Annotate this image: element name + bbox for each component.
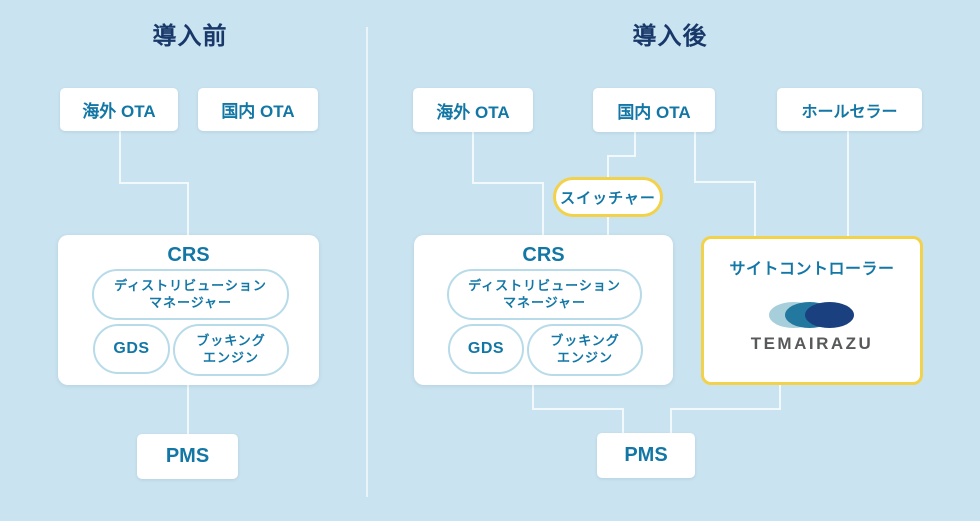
after-dm-line1: ディストリビューション [468,277,621,293]
after-gds-pill: GDS [448,324,524,374]
after-overseas-ota-box: 海外 OTA [413,88,533,132]
before-dm-line1: ディストリビューション [114,277,267,293]
after-switcher-pill: スイッチャー [553,177,663,217]
after-wholesaler-box: ホールセラー [777,88,922,131]
after-crs-box: CRS ディストリビューション マネージャー GDS ブッキング エンジン [414,235,673,385]
before-section-title: 導入前 [152,23,228,50]
after-be-line2: エンジン [556,350,613,365]
before-domestic-ota-box: 国内 OTA [198,88,318,131]
temairazu-logo-text: TEMAIRAZU [750,334,874,353]
before-crs-box: CRS ディストリビューション マネージャー GDS ブッキング エンジン [58,235,319,385]
connector-after-overseas-to-crs [472,132,544,235]
after-section-title: 導入後 [632,23,708,50]
before-distribution-manager-pill: ディストリビューション マネージャー [92,269,289,320]
before-overseas-ota-box: 海外 OTA [60,88,178,131]
connector-after-crs-to-pms [532,385,624,433]
after-domestic-ota-box: 国内 OTA [593,88,715,132]
after-booking-engine-pill: ブッキング エンジン [527,324,643,376]
connector-after-domestic-to-sitecontroller [694,132,756,236]
before-crs-title: CRS [167,244,210,266]
connector-after-sitecontroller-to-pms [670,384,781,433]
after-be-line1: ブッキング [550,333,620,349]
before-pms-box: PMS [137,434,238,479]
before-be-line1: ブッキング [196,333,266,349]
before-booking-engine-pill: ブッキング エンジン [173,324,289,376]
after-distribution-manager-pill: ディストリビューション マネージャー [447,269,642,320]
after-site-controller-title: サイトコントローラー [729,261,895,278]
temairazu-logo-icon [769,302,854,328]
after-dm-line2: マネージャー [502,294,587,310]
before-dm-line2: マネージャー [148,294,233,310]
after-site-controller-box: サイトコントローラー TEMAIRAZU [701,236,923,385]
connector-before-overseas-to-crs [119,131,189,235]
before-gds-pill: GDS [93,324,170,374]
after-crs-title: CRS [522,244,565,266]
after-pms-box: PMS [597,433,695,478]
before-be-line2: エンジン [202,350,259,365]
section-divider [366,27,368,497]
